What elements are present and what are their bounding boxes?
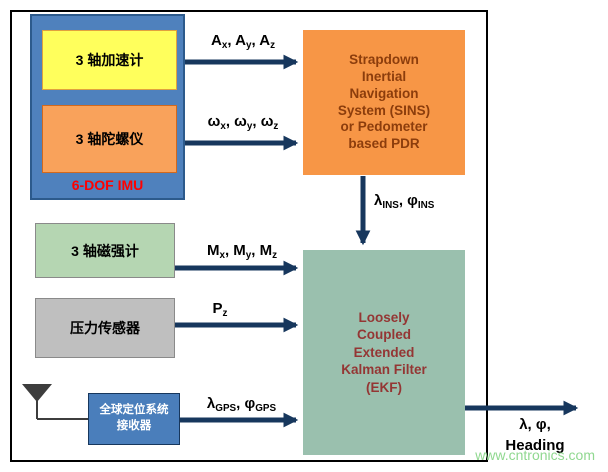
magnetometer-box: 3 轴磁强计 [35, 223, 175, 278]
sins-line: Navigation [349, 85, 419, 101]
diagram-border [10, 10, 488, 462]
magnetometer-label: 3 轴磁强计 [71, 242, 139, 259]
ekf-line: Kalman Filter [341, 362, 427, 378]
sins-line: Strapdown [349, 51, 419, 67]
gyroscope-label: 3 轴陀螺仪 [75, 131, 144, 147]
sins-line: based PDR [348, 136, 420, 152]
pressure-signal-label: Pz [212, 300, 228, 319]
sins-line: System (SINS) [337, 102, 431, 118]
gps-line: 全球定位系统 [99, 404, 169, 417]
output-line-1: λ, φ, [519, 416, 551, 433]
output-signal-label: λ, φ, Heading [480, 414, 590, 456]
ekf-line: Coupled [357, 327, 411, 343]
accel-signal-label: Ax, Ay, Az [210, 32, 276, 51]
pressure-sensor-box: 压力传感器 [35, 298, 175, 358]
imu-group-label: 6-DOF IMU [71, 177, 144, 193]
ekf-box: Loosely Coupled Extended Kalman Filter (… [303, 250, 465, 455]
output-line-2: Heading [505, 437, 565, 454]
gyroscope-box: 3 轴陀螺仪 [42, 105, 177, 173]
sins-line: Inertial [361, 68, 407, 84]
ekf-line: Loosely [358, 309, 410, 325]
ins-output-label: λINS, φINS [374, 192, 435, 211]
pressure-sensor-label: 压力传感器 [70, 320, 140, 336]
gps-line: 接收器 [116, 420, 152, 432]
gps-signal-label: λGPS, φGPS [206, 395, 277, 414]
gyro-signal-label: ωx, ωy, ωz [207, 113, 279, 132]
gps-receiver-box: 全球定位系统 接收器 [88, 393, 180, 445]
watermark: www.cntronics.com [475, 447, 595, 463]
ekf-line: Extended [353, 344, 415, 360]
imu-group-box: 3 轴加速计 3 轴陀螺仪 6-DOF IMU [30, 14, 185, 200]
sins-line: or Pedometer [340, 119, 428, 135]
accelerometer-box: 3 轴加速计 [42, 30, 177, 90]
ekf-line: (EKF) [366, 379, 402, 395]
sins-box: Strapdown Inertial Navigation System (SI… [303, 30, 465, 175]
accelerometer-label: 3 轴加速计 [75, 52, 144, 68]
mag-signal-label: Mx, My, Mz [206, 242, 278, 261]
